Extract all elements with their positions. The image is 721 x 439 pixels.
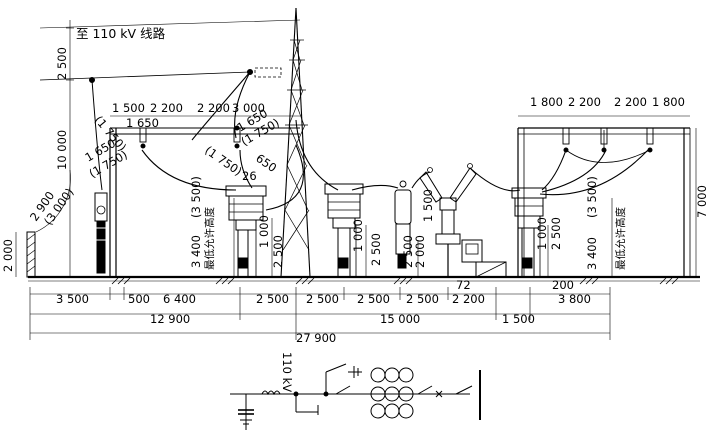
dim-3400-right: 3 400 (585, 237, 599, 270)
dimension-lines (15, 20, 697, 340)
dim-1650-a: 1 650 (126, 116, 159, 130)
v-disconnector (419, 163, 477, 277)
single-line-schematic: 110 kV (230, 352, 481, 430)
gantry-insulators-left (139, 125, 241, 149)
dim-2500-c: 2 500 (401, 235, 415, 268)
dimension-texts: 至 110 kV 线路 2 500 10 000 2 000 2 900 (3 … (1, 26, 709, 345)
lattice-tower (246, 7, 311, 278)
dim-top-left-1: 1 500 (112, 101, 145, 115)
dim-row1-3: 6 400 (163, 292, 196, 306)
ct-cluster (370, 367, 414, 419)
dim-row1-8: 2 200 (452, 292, 485, 306)
dim-row1-2: 500 (128, 292, 150, 306)
breaker-3 (511, 187, 547, 278)
min-height-label-right: 最低允许高度 (614, 207, 627, 270)
conductors (141, 71, 651, 211)
arrester-left (94, 192, 108, 274)
dim-1000-b: 1 000 (351, 219, 365, 252)
dim-top-right-3: 2 200 (614, 95, 647, 109)
right-gantry (517, 127, 691, 277)
current-transformer (394, 180, 412, 269)
dim-1000-a: 1 000 (257, 215, 271, 248)
dim-row1-9: 3 800 (558, 292, 591, 306)
dim-row2-2: 15 000 (380, 312, 420, 326)
dim-row1-1: 3 500 (56, 292, 89, 306)
dim-2500-b: 2 500 (369, 233, 383, 266)
dim-2500-left: 2 500 (55, 47, 69, 80)
dim-26: 26 (242, 169, 257, 183)
breaker-1 (225, 185, 267, 278)
line-to-label: 至 110 kV 线路 (76, 26, 166, 41)
dim-2000-left: 2 000 (1, 239, 15, 272)
dim-top-right-1: 1 800 (530, 95, 563, 109)
dim-3500-paren: (3 500) (189, 176, 203, 218)
dim-1750-d: (1 750) (202, 143, 244, 179)
min-height-label-left: 最低允许高度 (203, 207, 216, 270)
dim-top-left-2: 2 200 (150, 101, 183, 115)
dim-row2-1: 12 900 (150, 312, 190, 326)
dim-row1-7: 2 500 (406, 292, 439, 306)
voltage-label: 110 kV (280, 352, 294, 392)
dim-3400: 3 400 (189, 235, 203, 268)
dim-row1-4: 2 500 (256, 292, 289, 306)
dim-200: 200 (552, 278, 574, 292)
dim-7000: 7 000 (695, 185, 709, 218)
dim-1500: 1 500 (421, 189, 435, 222)
dim-650: 650 (253, 151, 279, 175)
dim-row2-3: 1 500 (502, 312, 535, 326)
dim-total: 27 900 (296, 331, 336, 345)
ground-line (28, 275, 700, 285)
dim-1000-c: 1 000 (535, 217, 549, 250)
dim-top-right-2: 2 200 (568, 95, 601, 109)
dim-row1-6: 2 500 (357, 292, 390, 306)
dim-2500-d: 2 500 (549, 217, 563, 250)
dim-72: 72 (456, 278, 471, 292)
dim-2500-a: 2 500 (271, 235, 285, 268)
dim-top-left-4: 3 000 (232, 101, 265, 115)
dim-2000: 2 000 (413, 235, 427, 268)
breaker-2 (324, 183, 364, 278)
incoming-line (39, 19, 301, 191)
fence (26, 231, 36, 278)
dim-top-right-4: 1 800 (652, 95, 685, 109)
operating-box (461, 239, 507, 278)
dim-10000: 10 000 (55, 130, 69, 170)
dim-top-left-3: 2 200 (197, 101, 230, 115)
dim-3500-paren-right: (3 500) (585, 176, 599, 218)
dim-row1-5: 2 500 (306, 292, 339, 306)
